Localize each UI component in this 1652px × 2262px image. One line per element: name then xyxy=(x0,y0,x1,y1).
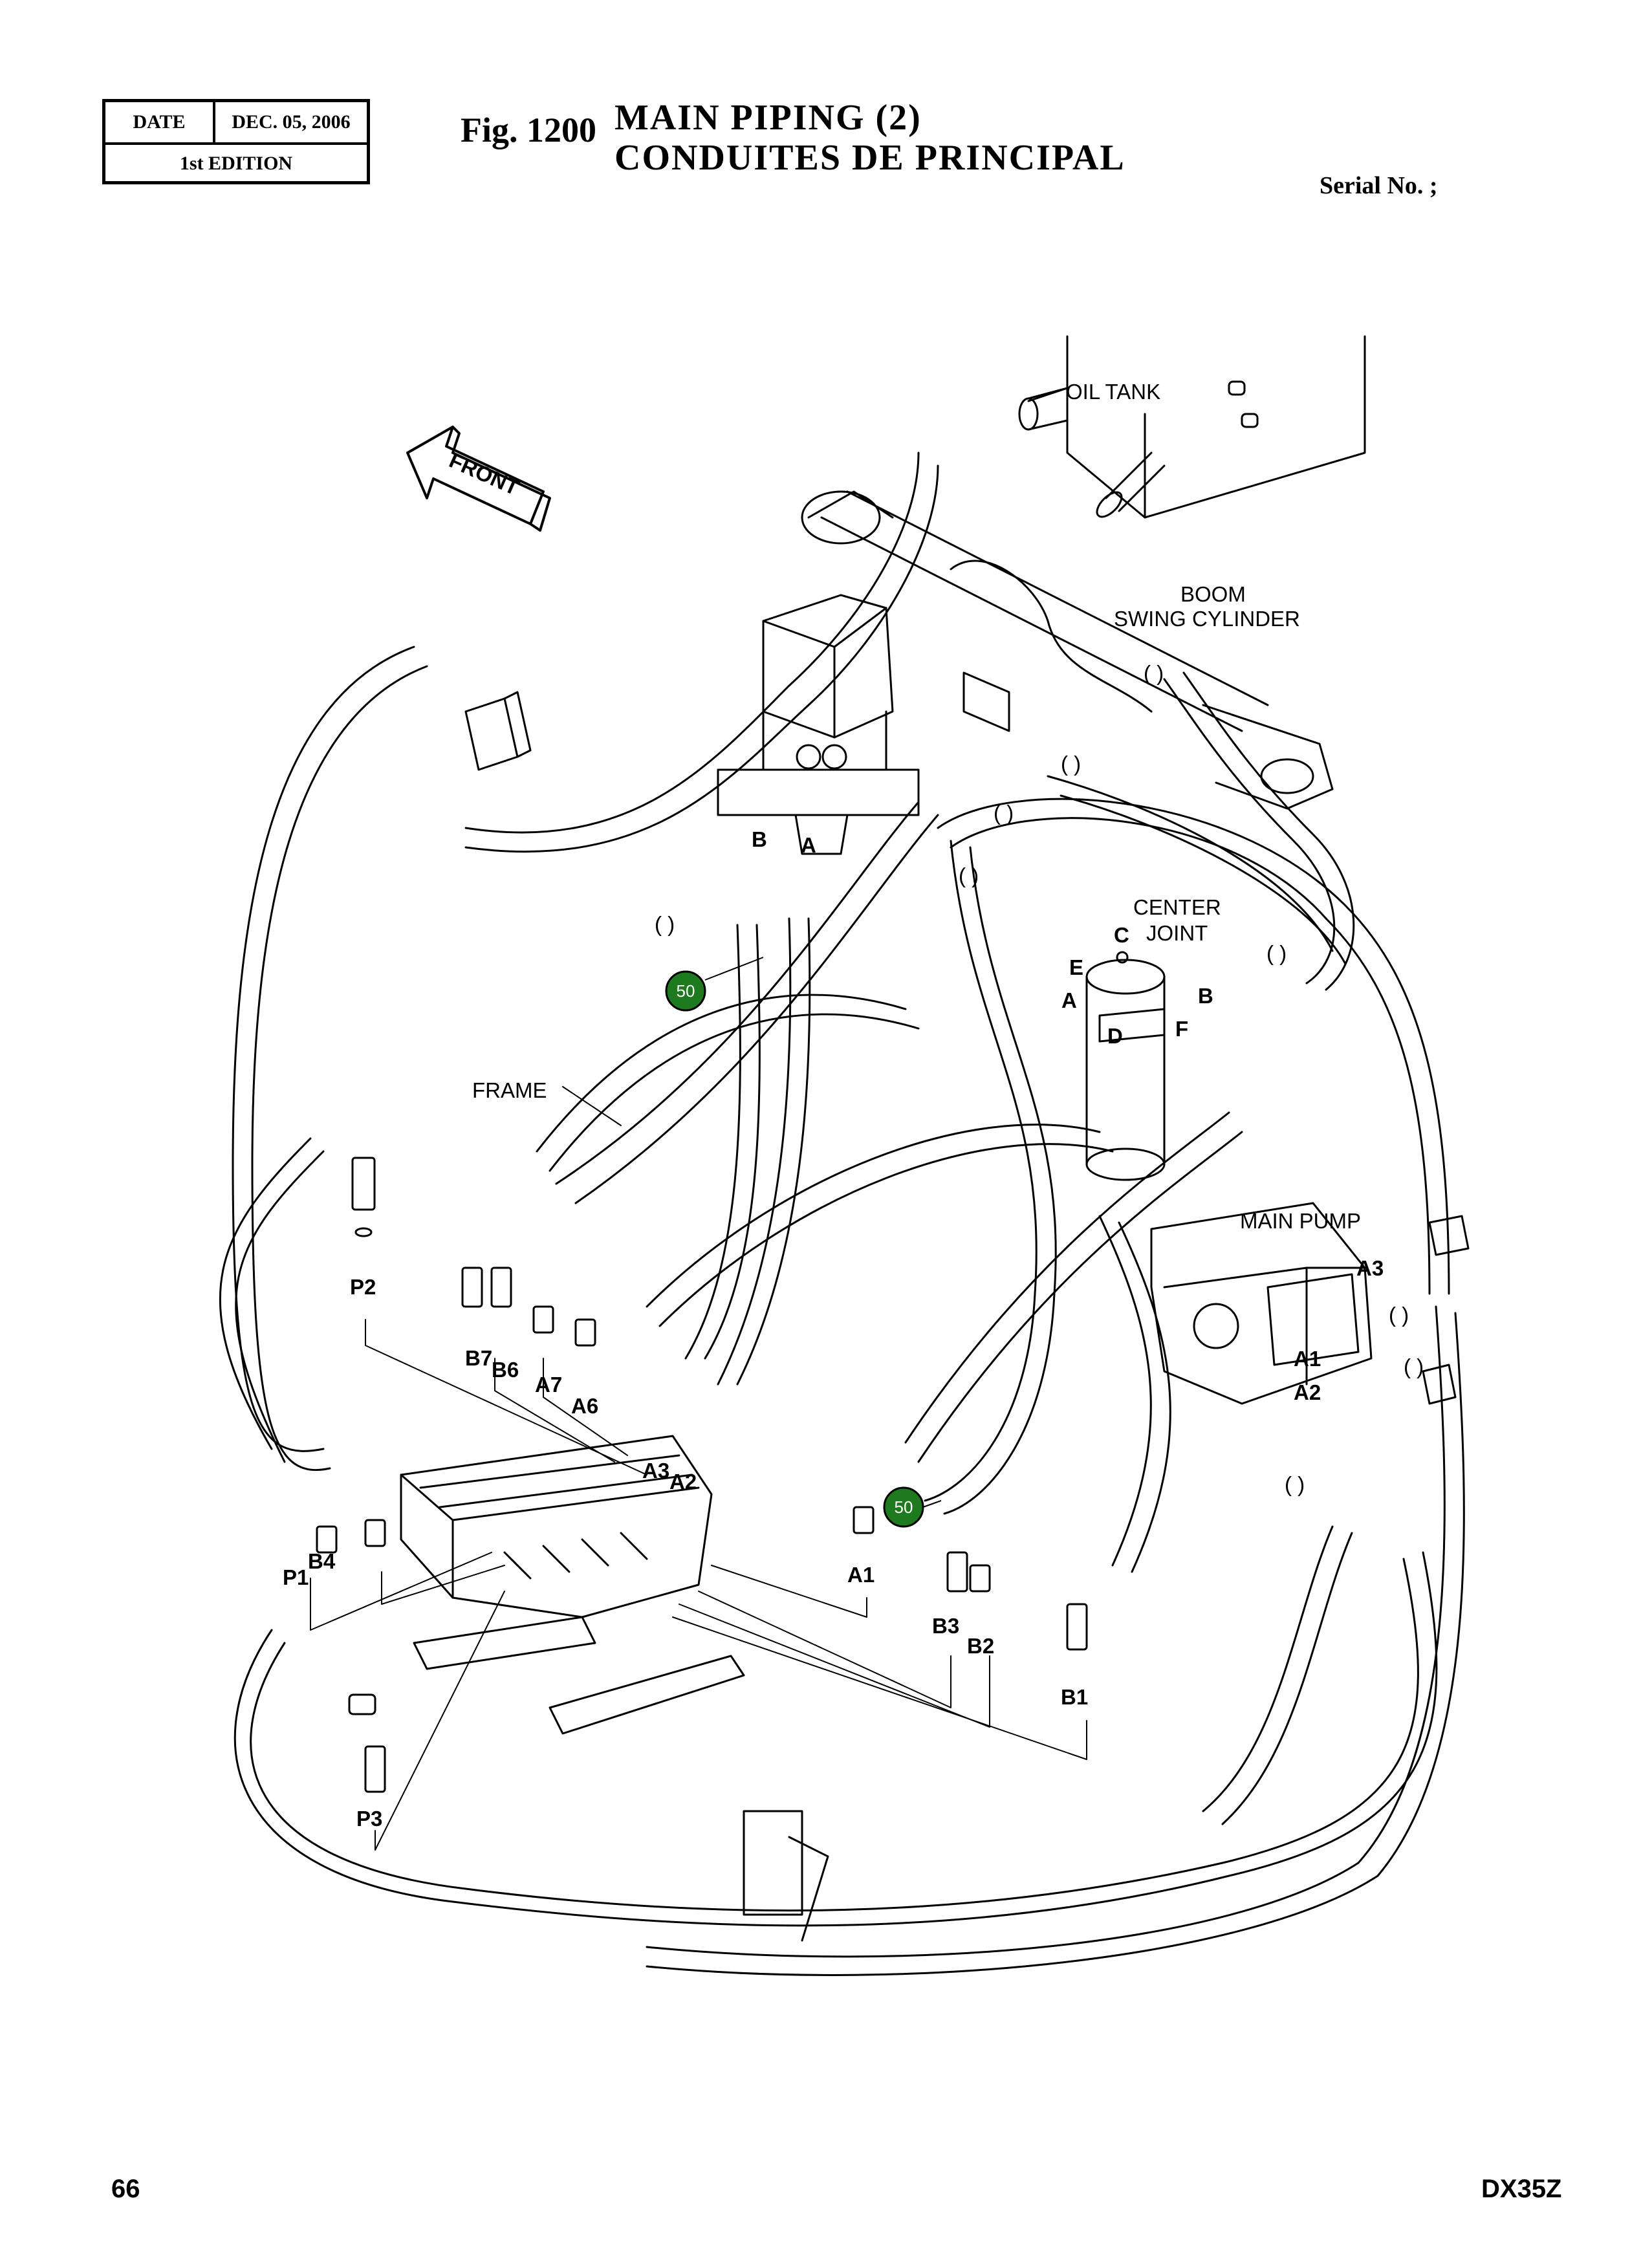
port-b4: B4 xyxy=(308,1549,336,1573)
port-b7: B7 xyxy=(465,1346,492,1370)
fittings xyxy=(316,691,1470,1793)
edition-label: 1st EDITION xyxy=(179,152,293,174)
leader-lines xyxy=(310,1086,1087,1851)
label-main-pump: MAIN PUMP xyxy=(1240,1209,1361,1233)
front-arrow xyxy=(406,426,551,532)
callout-50-upper-text: 50 xyxy=(677,981,695,1001)
port-a3: A3 xyxy=(642,1459,669,1483)
placeholder-7: ( ) xyxy=(1389,1303,1409,1327)
port-p2: P2 xyxy=(350,1275,376,1299)
placeholder-6: ( ) xyxy=(1266,941,1287,965)
placeholder-4: ( ) xyxy=(1061,752,1081,776)
port-b1: B1 xyxy=(1061,1685,1088,1709)
date-row: DATE DEC. 05, 2006 xyxy=(105,102,367,145)
port-p3: P3 xyxy=(356,1807,382,1831)
placeholder-5: ( ) xyxy=(1144,661,1164,685)
port-p1: P1 xyxy=(283,1565,309,1589)
serial-number-label: Serial No. ; xyxy=(1320,172,1438,199)
port-b3: B3 xyxy=(932,1614,959,1638)
port-cj-a: A xyxy=(1061,988,1077,1012)
date-edition-box: DATE DEC. 05, 2006 1st EDITION xyxy=(102,99,370,184)
port-cj-f: F xyxy=(1175,1017,1188,1041)
port-swing-a: A xyxy=(801,833,816,857)
center-joint xyxy=(1085,951,1166,1181)
port-b6: B6 xyxy=(492,1358,519,1382)
swing-motor xyxy=(717,594,920,855)
label-center: CENTER xyxy=(1133,895,1221,919)
port-cj-d: D xyxy=(1107,1024,1123,1048)
port-pump-a3: A3 xyxy=(1356,1256,1384,1280)
placeholder-3: ( ) xyxy=(994,801,1014,825)
label-swing-cylinder: SWING CYLINDER xyxy=(1114,607,1300,631)
callout-50-lower-text: 50 xyxy=(895,1497,913,1517)
page-number: 66 xyxy=(111,2175,140,2203)
label-oil-tank: OIL TANK xyxy=(1066,380,1160,404)
date-label: DATE xyxy=(105,102,215,142)
date-value: DEC. 05, 2006 xyxy=(232,111,351,133)
port-pump-a1: A1 xyxy=(1294,1347,1321,1371)
page-title-french: CONDUITES DE PRINCIPAL xyxy=(614,138,1125,178)
placeholder-1: ( ) xyxy=(655,912,675,936)
control-valve xyxy=(400,1435,713,1618)
port-cj-b: B xyxy=(1198,984,1213,1008)
callout-50-upper: 50 xyxy=(665,957,764,1012)
placeholder-8: ( ) xyxy=(1404,1354,1424,1378)
port-a1: A1 xyxy=(847,1563,875,1587)
callout-50-lower: 50 xyxy=(883,1486,942,1528)
placeholder-2: ( ) xyxy=(959,864,979,887)
label-boom: BOOM xyxy=(1180,582,1246,606)
model-code: DX35Z xyxy=(1481,2175,1562,2203)
figure-number: Fig. 1200 xyxy=(461,111,596,149)
port-a7: A7 xyxy=(535,1373,562,1397)
label-frame: FRAME xyxy=(472,1078,547,1102)
port-a6: A6 xyxy=(571,1394,598,1418)
mounting-bracket xyxy=(413,1616,829,1942)
label-joint: JOINT xyxy=(1146,921,1208,945)
port-swing-b: B xyxy=(752,827,767,851)
port-b2: B2 xyxy=(967,1634,994,1658)
page-title-english: MAIN PIPING (2) xyxy=(614,98,922,138)
port-cj-c: C xyxy=(1114,923,1129,947)
main-pump xyxy=(1150,1202,1373,1405)
port-pump-a2: A2 xyxy=(1294,1380,1321,1404)
oil-tank xyxy=(1018,335,1366,519)
placeholder-9: ( ) xyxy=(1285,1472,1305,1496)
port-cj-e: E xyxy=(1069,955,1083,979)
port-a2: A2 xyxy=(669,1470,697,1494)
hoses xyxy=(219,451,1465,1976)
